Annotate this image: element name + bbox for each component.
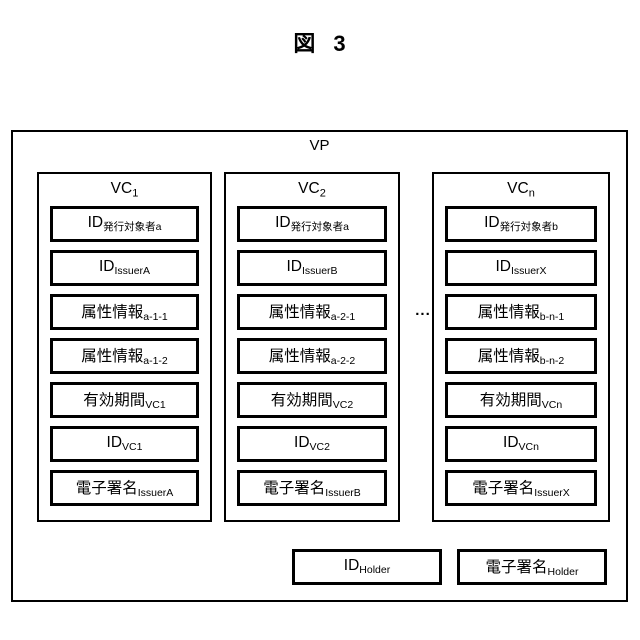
vcn-rows: ID発行対象者b IDIssuerX 属性情報b-n-1 属性情報b-n-2 有… — [434, 206, 608, 506]
vc2-field-attr1: 属性情報a-2-1 — [237, 294, 387, 330]
vc2-field-subject-id: ID発行対象者a — [237, 206, 387, 242]
field-base: 電子署名 — [485, 559, 548, 577]
field-base: 属性情報 — [268, 348, 331, 366]
vc2-header: VC2 — [226, 174, 398, 206]
field-sub: a-1-1 — [143, 311, 168, 324]
vc2-field-signature: 電子署名IssuerB — [237, 470, 387, 506]
vcn-field-attr2: 属性情報b-n-2 — [445, 338, 597, 374]
field-sub: IssuerX — [510, 265, 547, 278]
vcn-header-base: VC — [507, 180, 529, 197]
vc1-rows: ID発行対象者a IDIssuerA 属性情報a-1-1 属性情報a-1-2 有… — [39, 206, 210, 506]
field-sub: IssuerA — [137, 487, 174, 500]
field-base: ID — [98, 258, 115, 276]
field-base: 属性情報 — [268, 304, 331, 322]
holder-id-box: IDHolder — [292, 549, 442, 585]
vc1-field-validity: 有効期間VC1 — [50, 382, 199, 418]
field-base: ID — [503, 434, 519, 452]
vc2-field-issuer-id: IDIssuerB — [237, 250, 387, 286]
vc1-field-attr1: 属性情報a-1-1 — [50, 294, 199, 330]
field-base: ID — [343, 557, 360, 575]
field-base: ID — [294, 434, 310, 452]
field-base: 属性情報 — [81, 348, 144, 366]
holder-signature-box: 電子署名Holder — [457, 549, 607, 585]
vc1-field-subject-id: ID発行対象者a — [50, 206, 199, 242]
vc1-field-issuer-id: IDIssuerA — [50, 250, 199, 286]
field-sub: IssuerA — [114, 265, 151, 278]
field-sub: Holder — [359, 564, 391, 577]
field-sub: IssuerB — [301, 265, 338, 278]
vcn-header-sub: n — [528, 187, 535, 200]
field-sub: b-n-1 — [539, 311, 565, 324]
field-sub: a-1-2 — [143, 355, 168, 368]
field-base: 属性情報 — [477, 304, 540, 322]
vc2-rows: ID発行対象者a IDIssuerB 属性情報a-2-1 属性情報a-2-2 有… — [226, 206, 398, 506]
vc2-header-sub: 2 — [319, 187, 326, 200]
field-base: 有効期間 — [83, 392, 146, 410]
field-base: 電子署名 — [75, 480, 138, 498]
vc2-field-vc-id: IDVC2 — [237, 426, 387, 462]
field-sub: VC2 — [309, 441, 330, 454]
figure-title: 図 3 — [293, 31, 347, 56]
field-sub: VC1 — [145, 399, 166, 412]
vc2-box: VC2 ID発行対象者a IDIssuerB 属性情報a-2-1 属性情報a-2… — [224, 172, 400, 522]
field-sub: VC2 — [332, 399, 354, 412]
field-base: 電子署名 — [263, 480, 326, 498]
field-sub: a-2-2 — [330, 355, 356, 368]
vcn-field-subject-id: ID発行対象者b — [445, 206, 597, 242]
field-base: ID — [275, 213, 291, 231]
field-sub: Holder — [547, 566, 579, 579]
vc1-header-base: VC — [110, 180, 133, 197]
vc1-field-signature: 電子署名IssuerA — [50, 470, 199, 506]
field-base: ID — [87, 213, 104, 231]
vcn-field-issuer-id: IDIssuerX — [445, 250, 597, 286]
field-base: 属性情報 — [81, 304, 144, 322]
field-sub: 発行対象者a — [103, 221, 162, 234]
field-sub: b-n-2 — [539, 355, 565, 368]
vc1-field-attr2: 属性情報a-1-2 — [50, 338, 199, 374]
vcn-field-attr1: 属性情報b-n-1 — [445, 294, 597, 330]
vc2-header-base: VC — [298, 180, 320, 197]
field-base: 属性情報 — [477, 348, 540, 366]
field-base: ID — [495, 258, 511, 276]
field-sub: 発行対象者a — [290, 221, 349, 234]
field-sub: IssuerX — [534, 487, 570, 500]
vcn-header: VCn — [434, 174, 608, 206]
vc2-field-attr2: 属性情報a-2-2 — [237, 338, 387, 374]
field-base: 電子署名 — [472, 480, 535, 498]
vc1-header-sub: 1 — [132, 187, 139, 200]
field-sub: IssuerB — [325, 487, 361, 500]
vc1-header: VC1 — [39, 174, 210, 206]
field-base: ID — [106, 434, 123, 452]
field-base: ID — [484, 213, 500, 231]
field-sub: VCn — [541, 399, 563, 412]
field-sub: 発行対象者b — [499, 221, 558, 234]
vcn-field-signature: 電子署名IssuerX — [445, 470, 597, 506]
vc1-field-vc-id: IDVC1 — [50, 426, 199, 462]
field-base: 有効期間 — [479, 392, 542, 410]
field-sub: VCn — [518, 441, 539, 454]
vp-label: VP — [309, 137, 330, 154]
vp-container: VP VC1 ID発行対象者a IDIssuerA 属性情報a-1-1 属性情報… — [11, 130, 628, 602]
field-base: 有効期間 — [270, 392, 333, 410]
vc-ellipsis: ... — [415, 302, 431, 319]
field-base: ID — [286, 258, 302, 276]
vc1-box: VC1 ID発行対象者a IDIssuerA 属性情報a-1-1 属性情報a-1… — [37, 172, 212, 522]
field-sub: a-2-1 — [330, 311, 356, 324]
vcn-field-vc-id: IDVCn — [445, 426, 597, 462]
vcn-field-validity: 有効期間VCn — [445, 382, 597, 418]
vc2-field-validity: 有効期間VC2 — [237, 382, 387, 418]
vcn-box: VCn ID発行対象者b IDIssuerX 属性情報b-n-1 属性情報b-n… — [432, 172, 610, 522]
field-sub: VC1 — [122, 441, 143, 454]
